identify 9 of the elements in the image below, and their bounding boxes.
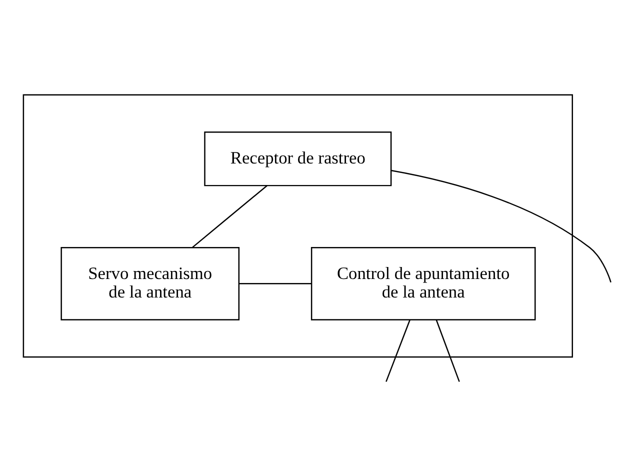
connector — [192, 184, 268, 248]
connector — [391, 169, 612, 282]
node-box: Servo mecanismo de la antena — [60, 246, 240, 320]
connector — [436, 319, 460, 382]
node-box: Receptor de rastreo — [204, 131, 392, 186]
node-box: Control de apuntamiento de la antena — [310, 246, 536, 320]
cluster — [22, 94, 573, 358]
connector — [386, 319, 410, 382]
connector — [239, 282, 312, 284]
